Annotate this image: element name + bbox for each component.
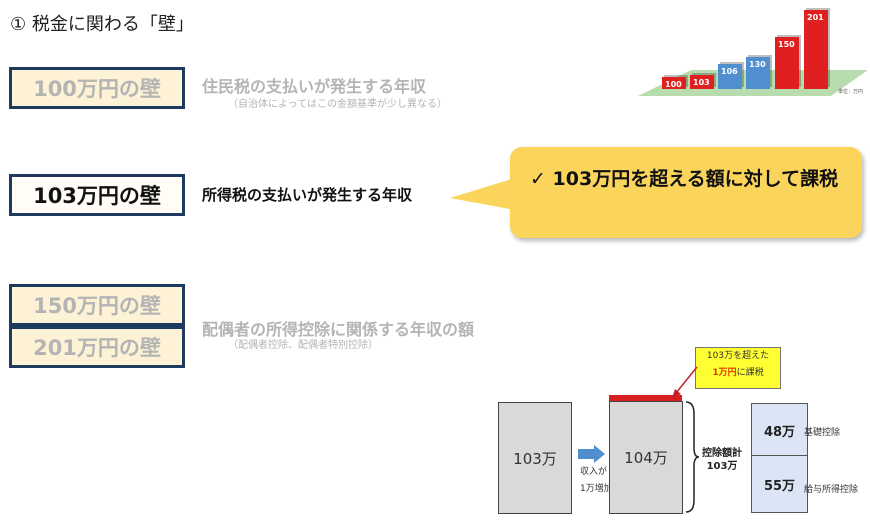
wall-100-desc: 住民税の支払いが発生する年収 [202,77,427,96]
chart-bar-106: 106 [718,64,742,89]
excess-bar [609,395,682,401]
chart-bar-201: 201 [804,10,828,89]
chart-bar-150: 150 [775,37,799,89]
chart-bar-103: 103 [690,75,714,89]
callout-message: 103万円を超える額に対して課税 [552,168,839,190]
wall-103-desc: 所得税の支払いが発生する年収 [202,186,413,204]
arrow-right-icon [578,445,605,463]
check-icon: ✓ [530,168,546,190]
wall-201: 201万円の壁 [9,326,185,368]
wall-100-note: （自治体によってはこの金額基準が少し異なる） [228,99,447,110]
deduction-basic-value: 48万 [751,403,808,457]
deduction-salary-value: 55万 [751,455,808,513]
callout-text: ✓ 103万円を超える額に対して課税 [530,165,850,193]
callout-box [510,147,862,238]
wall-150-note: （配偶者控除、配偶者特別控除） [228,340,378,351]
chart-bar-100: 100 [662,77,686,89]
wall-103: 103万円の壁 [9,174,185,216]
wall-100: 100万円の壁 [9,67,185,109]
wall-150-desc: 配偶者の所得控除に関係する年収の額 [202,320,475,339]
brace [685,401,700,513]
chart-bar-130: 130 [746,57,770,89]
callout-tail [450,178,515,210]
wall-150: 150万円の壁 [9,284,185,326]
income-after-box: 104万 [609,401,683,514]
pointer-arrow [672,366,698,398]
page-title: ① 税金に関わる「壁」 [10,14,194,35]
deduction-basic-label: 基礎控除 [804,428,841,438]
income-before-box: 103万 [498,402,572,514]
deduction-salary-label: 給与所得控除 [804,485,859,495]
chart-unit: 単位：万円 [838,89,864,95]
